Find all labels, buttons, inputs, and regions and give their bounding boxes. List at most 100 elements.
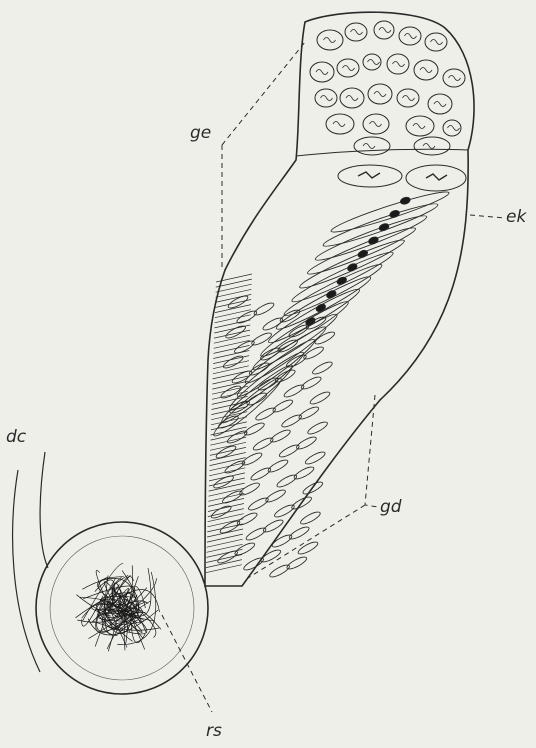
leader-lines [162, 42, 505, 712]
germinal-cell [354, 137, 390, 155]
spindle-cell [243, 421, 266, 437]
germinal-cell [363, 114, 389, 134]
chromatin-mark [346, 96, 358, 101]
germinal-cell [399, 27, 421, 45]
striation-line [210, 447, 246, 455]
striation-line [213, 351, 249, 359]
chromatin-mark [420, 68, 432, 73]
spindle-cell [252, 436, 275, 452]
striation-line [211, 427, 247, 435]
striation-line [209, 473, 245, 481]
chromatin-mark [449, 76, 461, 81]
striation-line [213, 371, 249, 379]
striation-line [206, 565, 242, 573]
germinal-cell [443, 120, 461, 136]
elongated-cells [210, 187, 451, 579]
spindle-cell [297, 540, 320, 556]
chromatin-mark [363, 144, 375, 149]
spindle-cell [233, 541, 256, 557]
spindle-cell [275, 473, 298, 489]
striation-line [211, 412, 247, 420]
striation-line [210, 437, 246, 445]
spindle-cell [254, 406, 277, 422]
chromatin-mark [324, 38, 336, 43]
germinal-cells [310, 21, 466, 191]
elongated-cell [329, 187, 451, 237]
striation-line [216, 274, 252, 282]
chromatin-mark [403, 96, 415, 101]
striation-line [213, 361, 249, 369]
spindle-cell [285, 555, 308, 571]
chromatin-mark [413, 124, 425, 129]
germinal-cell [425, 33, 447, 51]
spindle-cell [264, 488, 287, 504]
striation-line [207, 539, 243, 547]
striation-line [206, 560, 242, 568]
germinal-cell [317, 30, 343, 50]
chromatin-mark [370, 122, 382, 127]
germinal-cell [387, 54, 409, 74]
spindle-cell [253, 301, 276, 317]
spindle-cell [267, 458, 290, 474]
germinal-cell [337, 59, 359, 77]
spindle-cell [249, 466, 272, 482]
spindle-cell [269, 428, 292, 444]
spindle-cell [283, 383, 306, 399]
spindle-cell [293, 465, 316, 481]
chromatin-mark [374, 92, 386, 97]
spindle-cell [245, 526, 268, 542]
germinal-cell [443, 69, 465, 87]
striation-line [207, 524, 243, 532]
chromatin-mark [448, 126, 460, 131]
germinal-cell [406, 165, 466, 191]
spindle-cell [311, 360, 334, 376]
striation-line [209, 463, 245, 471]
germinal-cell [414, 137, 450, 155]
elongated-cell [234, 335, 318, 401]
striation-line [214, 335, 250, 343]
spindle-cell [288, 525, 311, 541]
germinal-cell [406, 116, 434, 136]
cell-nucleus [368, 236, 380, 246]
chromatin-mark [351, 30, 363, 35]
chromatin-mark [393, 62, 405, 67]
label-ek: ek [506, 207, 527, 227]
spindle-cell [299, 510, 322, 526]
spindle-cell [297, 405, 320, 421]
striation-line [215, 305, 251, 313]
spindle-cell [309, 390, 332, 406]
chromatin-mark [368, 60, 380, 65]
label-ge: ge [190, 123, 211, 143]
spindle-cell [247, 496, 270, 512]
striation-line [207, 534, 243, 542]
chromatin-mark [343, 66, 355, 71]
spindle-cell [306, 420, 329, 436]
spindle-cell [278, 443, 301, 459]
striation-line [210, 442, 246, 450]
duct-canal-outer [13, 470, 40, 672]
spindle-cell [271, 398, 294, 414]
striation-line [208, 504, 244, 512]
label-gd: gd [380, 497, 402, 517]
striation-line [210, 453, 246, 461]
germinal-cell [363, 54, 381, 70]
striation-line [216, 284, 252, 292]
chromatin-mark [405, 34, 417, 39]
striation-line [207, 529, 243, 537]
spindle-cell [245, 391, 268, 407]
spindle-cell [241, 451, 264, 467]
label-dc: dc [6, 427, 27, 447]
germinal-cell [397, 89, 419, 107]
spindle-cell [295, 435, 318, 451]
chromatin-mark [426, 174, 447, 180]
cell-nucleus [378, 222, 390, 232]
striation-line [206, 555, 242, 563]
germinal-cell [326, 114, 354, 134]
sperm-tangle [76, 564, 162, 652]
germinal-cell [345, 23, 367, 41]
striation-line [209, 488, 245, 496]
duct-canal-inner [40, 452, 48, 568]
spindle-cell [304, 450, 327, 466]
spindle-cell [302, 345, 325, 361]
